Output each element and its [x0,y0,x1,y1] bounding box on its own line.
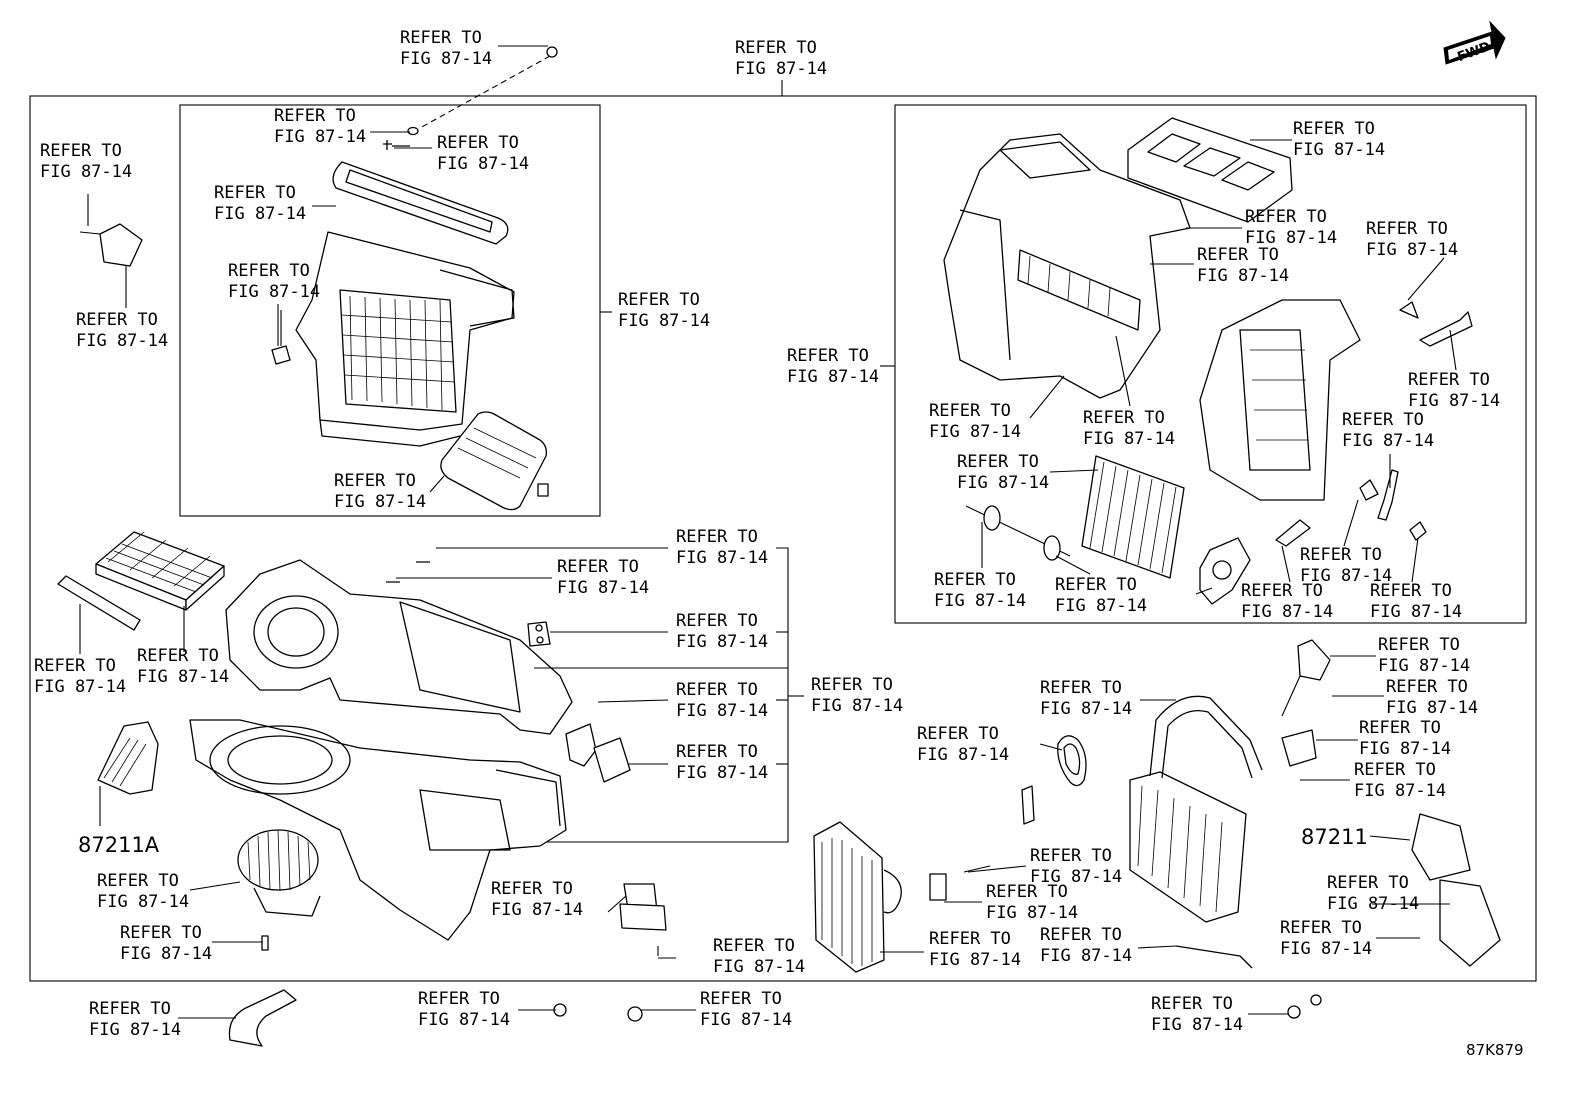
filter-cover-part [440,411,549,511]
evaporator-part [813,821,902,973]
heater-case-right-part [1199,299,1361,501]
bottom-small-parts [228,945,1322,1047]
blower-upper-case-part [225,559,573,735]
link-parts [1275,301,1473,547]
damper-pieces [386,561,631,783]
heater-core-part [1081,455,1185,579]
inlet-gasket-part [332,161,509,245]
bottom-right-actuators [1281,639,1501,967]
heater-case-part [943,133,1191,399]
expansion-valve-part [929,785,1035,901]
fwd-arrow-icon: FWD [1443,20,1506,65]
filter-strip-part [57,575,141,631]
blower-lower-case-part [189,719,567,941]
air-filter-part [95,531,225,611]
heater-core-assy-part [1129,695,1263,923]
heater-gasket-part [1127,117,1293,223]
outer-frame [29,95,1537,982]
inlet-case-part [295,231,515,447]
servo-motor-part [271,310,291,365]
part-number-87211A: 87211A [78,833,160,857]
leader-lines [79,45,1457,1019]
heater-case-detail-frame [894,104,1527,624]
left-duct-part [97,721,159,795]
left-actuator-part [79,223,143,267]
seal-ring-part [1057,735,1087,787]
blower-resistor-part [619,883,667,956]
inlet-detail-frame [179,104,601,517]
shaft-part [965,505,1071,561]
figure-code: 87K879 [1466,1041,1524,1059]
clip-part [383,46,558,150]
blower-motor-part [237,829,321,951]
part-number-87211: 87211 [1301,825,1368,849]
